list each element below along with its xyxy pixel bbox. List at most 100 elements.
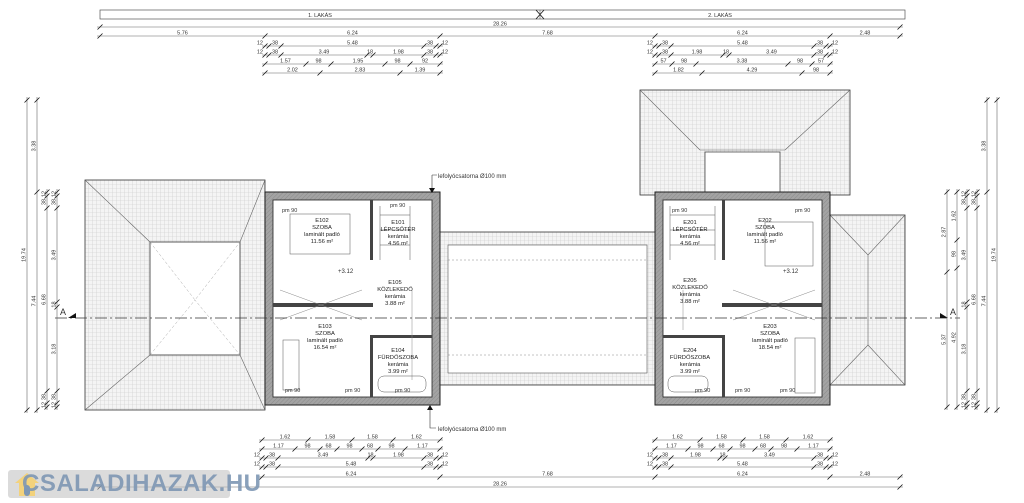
left-building <box>264 191 441 406</box>
dimension-value: 3.38 <box>32 141 38 152</box>
dimension-value: 5.48 <box>346 462 357 468</box>
dimension-tick <box>317 70 323 76</box>
room-area: 11.56 m² <box>311 239 334 245</box>
dimension-tick <box>278 52 284 58</box>
dimension-tick <box>740 437 746 443</box>
dimension-value: 1.98 <box>690 453 701 459</box>
dimension-value: 1.17 <box>808 444 819 450</box>
dimension-tick <box>794 446 800 452</box>
dimension-tick <box>964 400 970 406</box>
room-area: 3.99 m² <box>388 369 408 375</box>
dimension-value: 3.49 <box>962 250 968 261</box>
dimension-value: 1.98 <box>692 50 703 56</box>
room-id: E203 <box>763 324 777 330</box>
dimension-tick <box>811 455 817 461</box>
dimension-tick <box>421 455 427 461</box>
dimension-value: 6.68 <box>972 294 978 305</box>
dimension-value: 38 <box>52 394 58 400</box>
dimension-tick <box>97 24 103 30</box>
dimension-value: 12 <box>254 453 260 459</box>
dimension-value: 1.58 <box>325 435 336 441</box>
dimension-value: 12 <box>442 50 448 56</box>
dimension-value: 38 <box>427 50 433 56</box>
dimension-tick <box>437 437 443 443</box>
dimension-tick <box>375 446 381 452</box>
dimension-tick <box>437 52 443 58</box>
section-label-left: A <box>60 307 66 317</box>
dimension-tick <box>652 43 658 49</box>
dimension-value: 3.18 <box>962 344 968 355</box>
dimension-tick <box>685 446 691 452</box>
dimension-tick <box>827 474 833 480</box>
dimension-tick <box>433 455 439 461</box>
dimension-tick <box>994 97 1000 103</box>
dimension-tick <box>278 43 284 49</box>
dimension-tick <box>437 33 443 39</box>
dimension-tick <box>693 61 699 67</box>
dimension-tick <box>668 52 674 58</box>
dimension-value: 3.49 <box>766 50 777 56</box>
dimension-tick <box>964 205 970 211</box>
dimension-value: 18 <box>962 301 968 307</box>
dimension-tick <box>974 404 980 410</box>
dimension-tick <box>262 52 268 58</box>
dimension-value: 12 <box>972 191 978 197</box>
dimension-tick <box>652 33 658 39</box>
room-floor: kerámia <box>680 234 701 240</box>
dimension-value: 57 <box>818 59 824 65</box>
dimension-value: 1.98 <box>393 453 404 459</box>
dimension-tick <box>827 52 833 58</box>
dimension-value: 98 <box>346 444 352 450</box>
dimension-tick <box>823 43 829 49</box>
dimension-tick <box>44 400 50 406</box>
dimension-line: 3.387.44 <box>32 97 40 413</box>
level-mark-left: +3.12 <box>338 269 354 275</box>
dimension-value: 38 <box>42 199 48 205</box>
dimension-value: 1.98 <box>393 50 404 56</box>
dimension-tick <box>823 464 829 470</box>
dimension-value: 1.62 <box>672 435 683 441</box>
dimension-value: 12 <box>42 402 48 408</box>
room-area: 18.54 m² <box>759 345 782 351</box>
room-name: LÉPCSŐTÉR <box>380 226 415 233</box>
dimension-value: 12 <box>442 462 448 468</box>
dimension-tick <box>437 70 443 76</box>
dimension-value: 12 <box>647 462 653 468</box>
room-area: 16.54 m² <box>314 345 337 351</box>
room-floor: kerámia <box>385 294 406 300</box>
dimension-tick <box>433 43 439 49</box>
dimension-tick <box>994 407 1000 413</box>
room-area: 4.56 m² <box>388 241 408 247</box>
section-marker-right-icon <box>940 313 948 318</box>
dimension-tick <box>652 61 658 67</box>
section-label-right: A <box>950 307 956 317</box>
dimension-tick <box>303 61 309 67</box>
dimension-value: 3.38 <box>737 59 748 65</box>
drain-annotation-top: lefolyócsatorna Ø100 mm <box>429 174 506 193</box>
dimension-value: 12 <box>647 453 653 459</box>
dimension-value: 38 <box>817 462 823 468</box>
dimension-value: 12 <box>257 41 263 47</box>
dimension-tick <box>275 464 281 470</box>
dimension-tick <box>437 455 443 461</box>
dimension-value: 12 <box>832 453 838 459</box>
dimension-value: 68 <box>367 444 373 450</box>
dimension-value: 68 <box>325 444 331 450</box>
dimension-value: 38 <box>662 453 668 459</box>
dimension-tick <box>652 455 658 461</box>
dimension-value: 28.26 <box>493 482 507 488</box>
dimension-value: 12 <box>257 50 263 56</box>
dimension-tick <box>44 205 50 211</box>
dimension-tick <box>54 400 60 406</box>
dimension-value: 18 <box>719 453 725 459</box>
dimension-tick <box>262 43 268 49</box>
